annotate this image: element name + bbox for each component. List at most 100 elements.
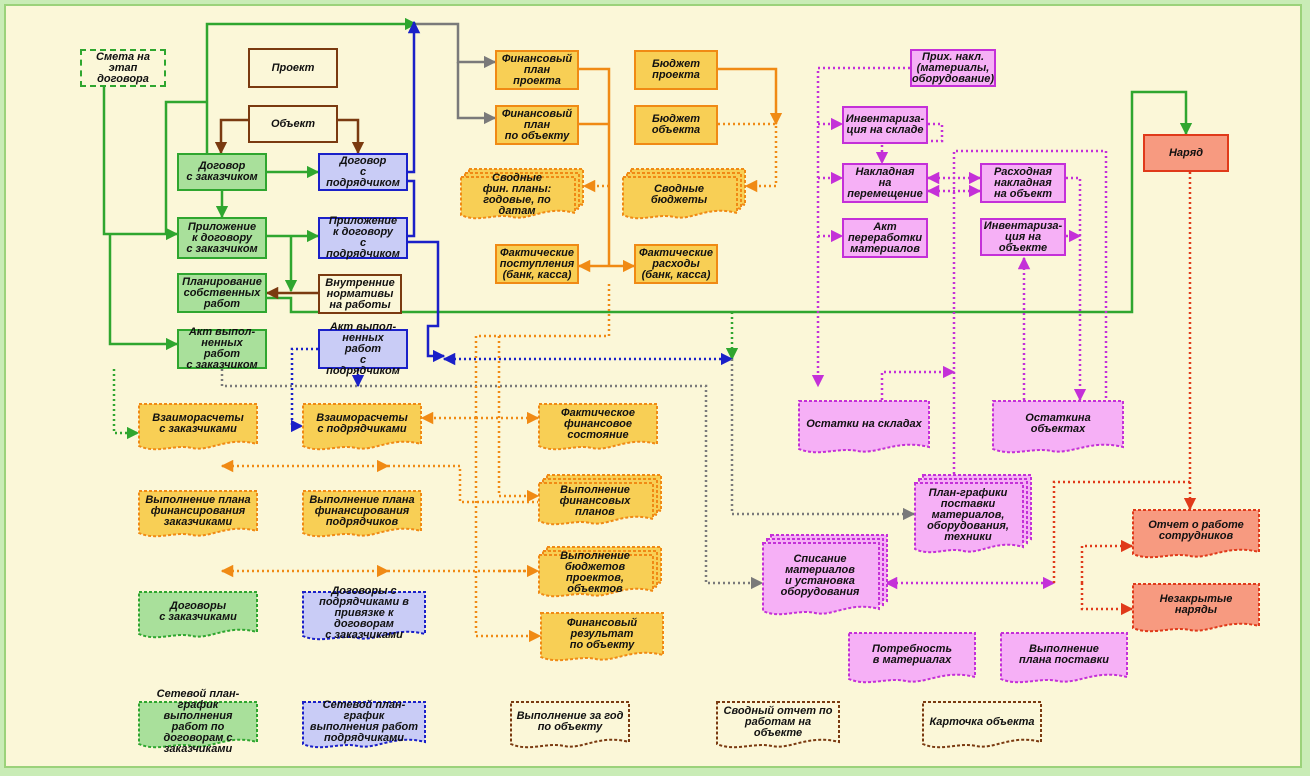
report-svod-budzh[interactable]: Сводные бюджеты bbox=[622, 168, 746, 222]
node-akt-zak[interactable]: Акт выпол- ненных работ с заказчиком bbox=[177, 327, 267, 371]
node-plan-sobst[interactable]: Планирование собственных работ bbox=[177, 273, 267, 313]
connector-red bbox=[1080, 583, 1134, 616]
node-budzhet-obekta[interactable]: Бюджет объекта bbox=[634, 105, 718, 145]
document-shape bbox=[848, 632, 976, 684]
report-ost-obekt[interactable]: Остаткина объектах bbox=[992, 400, 1124, 456]
document-shape bbox=[302, 490, 422, 538]
report-set-zak[interactable]: Сетевой план-график выполнения работ по … bbox=[138, 688, 258, 755]
document-shape bbox=[138, 591, 258, 639]
report-label: Сводный отчет по работам на объекте bbox=[723, 704, 833, 739]
document-outline bbox=[510, 701, 630, 749]
document-shape bbox=[302, 701, 426, 749]
node-proekt[interactable]: Проект bbox=[248, 48, 338, 88]
document-outline bbox=[848, 632, 976, 684]
report-label: Договоры с заказчиками bbox=[159, 600, 237, 623]
node-prih-nakl[interactable]: Прих. накл. (материалы, оборудование) bbox=[910, 49, 996, 87]
connector-orange bbox=[474, 284, 611, 643]
document-outline bbox=[716, 701, 840, 749]
document-layer bbox=[914, 482, 1024, 554]
node-finplan-proekta[interactable]: Финансовый план проекта bbox=[495, 50, 579, 90]
report-label: Выполнение бюджетов проектов, объектов bbox=[560, 550, 630, 595]
document-layer bbox=[460, 176, 576, 220]
document-outline bbox=[302, 403, 422, 451]
node-dog-podr[interactable]: Договор с подрядчиком bbox=[318, 153, 408, 191]
report-label: Отчет о работе сотрудников bbox=[1148, 519, 1244, 542]
report-svod-fin[interactable]: Сводные фин. планы: годовые, по датам bbox=[460, 168, 584, 222]
report-vz-podr[interactable]: Взаиморасчеты с подрядчиками bbox=[302, 403, 422, 453]
connector-blue bbox=[407, 20, 421, 174]
report-label: Выполнение финансовых планов bbox=[559, 483, 631, 518]
connector-green bbox=[164, 100, 207, 234]
node-fakt-post[interactable]: Фактические поступления (банк, касса) bbox=[495, 244, 579, 284]
connector-gray bbox=[220, 369, 764, 590]
report-ost-sklad[interactable]: Остатки на складах bbox=[798, 400, 930, 456]
document-outline bbox=[922, 701, 1042, 749]
report-potreb[interactable]: Потребность в материалах bbox=[848, 632, 976, 686]
document-layer bbox=[538, 482, 654, 526]
document-outline bbox=[302, 490, 422, 538]
node-pril-zak[interactable]: Приложение к договору с заказчиком bbox=[177, 217, 267, 259]
report-label: Списание материалов и установка оборудов… bbox=[780, 553, 860, 598]
node-naryad[interactable]: Наряд bbox=[1143, 134, 1229, 172]
node-obekt[interactable]: Объект bbox=[248, 105, 338, 143]
document-outline bbox=[1000, 632, 1128, 684]
report-vyp-plan-podr[interactable]: Выполнение плана финансирования подрядчи… bbox=[302, 490, 422, 540]
report-label: Выполнение за год по объекту bbox=[516, 710, 624, 733]
report-spisanie[interactable]: Списание материалов и установка оборудов… bbox=[762, 534, 888, 618]
node-dog-zak[interactable]: Договор с заказчиком bbox=[177, 153, 267, 191]
report-set-podr[interactable]: Сетевой план-график выполнения работ под… bbox=[302, 700, 426, 751]
document-stack-shape bbox=[914, 474, 1032, 554]
report-plan-graf[interactable]: План-графики поставки материалов, оборуд… bbox=[914, 474, 1032, 556]
document-shape bbox=[138, 403, 258, 451]
node-fakt-rash[interactable]: Фактические расходы (банк, касса) bbox=[634, 244, 718, 284]
report-svod-otchet[interactable]: Сводный отчет по работам на объекте bbox=[716, 701, 840, 751]
report-label: Остаткина объектах bbox=[1025, 412, 1091, 435]
node-rash-nakl[interactable]: Расходная накладная на объект bbox=[980, 163, 1066, 203]
node-pril-podr[interactable]: Приложение к договору с подрядчиком bbox=[318, 216, 408, 260]
node-inv-obekt[interactable]: Инвентариза- ция на объекте bbox=[980, 218, 1066, 256]
report-dog-podr[interactable]: Договоры с подрядчиками в привязке к дог… bbox=[302, 584, 426, 643]
node-akt-podr[interactable]: Акт выпол- ненных работ с подрядчиком bbox=[318, 321, 408, 376]
document-shape bbox=[716, 701, 840, 749]
report-vyp-budzh[interactable]: Выполнение бюджетов проектов, объектов bbox=[538, 546, 662, 600]
node-finplan-obekt[interactable]: Финансовый план по объекту bbox=[495, 105, 579, 145]
report-vz-zak[interactable]: Взаиморасчеты с заказчиками bbox=[138, 403, 258, 453]
connector-orange bbox=[579, 67, 611, 266]
report-label: План-графики поставки материалов, оборуд… bbox=[927, 486, 1009, 543]
document-shape bbox=[798, 400, 930, 454]
document-outline bbox=[138, 403, 258, 451]
report-kartochka[interactable]: Карточка объекта bbox=[922, 701, 1042, 751]
report-label: Карточка объекта bbox=[929, 715, 1035, 728]
node-inv-sklad[interactable]: Инвентариза- ция на складе bbox=[842, 106, 928, 144]
connector-green bbox=[102, 84, 179, 241]
connector-magenta bbox=[880, 365, 956, 400]
node-akt-pererab[interactable]: Акт переработки материалов bbox=[842, 218, 928, 258]
node-smeta[interactable]: Смета на этап договора bbox=[80, 49, 166, 87]
report-dog-zak[interactable]: Договоры с заказчиками bbox=[138, 591, 258, 641]
report-vyp-postavki[interactable]: Выполнение плана поставки bbox=[1000, 632, 1128, 686]
document-outline bbox=[138, 701, 258, 749]
connector-green bbox=[205, 17, 418, 153]
node-budzhet-proekta[interactable]: Бюджет проекта bbox=[634, 50, 718, 90]
document-outline bbox=[138, 490, 258, 538]
report-otchet-rab[interactable]: Отчет о работе сотрудников bbox=[1132, 509, 1260, 561]
report-vyp-plan-zak[interactable]: Выполнение плана финансирования заказчик… bbox=[138, 490, 258, 540]
report-fin-rez[interactable]: Финансовый результат по объекту bbox=[540, 612, 664, 664]
report-vyp-fin-plan[interactable]: Выполнение финансовых планов bbox=[538, 474, 662, 528]
document-layer bbox=[538, 554, 654, 598]
document-shape bbox=[1132, 509, 1260, 559]
report-nezakr[interactable]: Незакрытые наряды bbox=[1132, 583, 1260, 635]
report-label: Выполнение плана финансирования подрядчи… bbox=[309, 493, 415, 528]
report-fakt-fin[interactable]: Фактическое финансовое состояние bbox=[538, 403, 658, 453]
report-label: Сетевой план-график выполнения работ по … bbox=[156, 688, 240, 755]
connector-gray bbox=[416, 22, 497, 69]
report-label: Сводные фин. планы: годовые, по датам bbox=[482, 172, 552, 217]
connector-magenta bbox=[952, 149, 1108, 474]
report-vyp-god[interactable]: Выполнение за год по объекту bbox=[510, 701, 630, 751]
node-vnutr[interactable]: Внутренние нормативы на работы bbox=[318, 274, 402, 314]
report-label: Выполнение плана финансирования заказчик… bbox=[145, 493, 251, 528]
report-label: Договоры с подрядчиками в привязке к дог… bbox=[319, 584, 409, 641]
node-nakl-perem[interactable]: Накладная на перемещение bbox=[842, 163, 928, 203]
document-stack-shape bbox=[460, 168, 584, 220]
document-shape bbox=[138, 701, 258, 749]
